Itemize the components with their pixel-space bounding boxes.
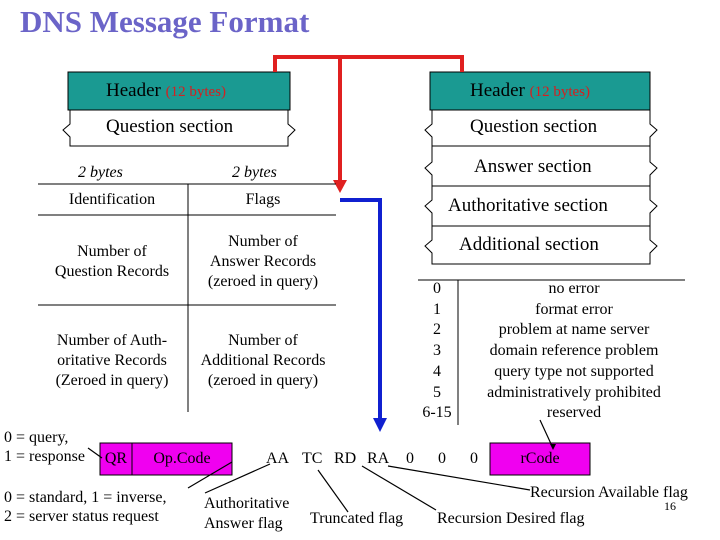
field-identification: Identification — [68, 191, 156, 208]
left-header-size: (12 bytes) — [165, 84, 227, 100]
left-header-box — [67, 71, 291, 111]
qr-note: 0 = query, 1 = response — [4, 429, 86, 465]
rcode-meaning: domain reference problem — [489, 342, 659, 360]
left-header-label: Header (12 bytes) — [106, 80, 226, 102]
field-flags: Flags — [245, 191, 281, 208]
opcode-note: 0 = standard, 1 = inverse, 2 = server st… — [4, 489, 167, 525]
flag-bar-qr — [99, 442, 133, 476]
flag-bar-rcode — [489, 442, 591, 476]
page-number: 16 — [664, 499, 676, 513]
red-arrowhead — [333, 180, 347, 193]
flag-bar-opcode — [131, 442, 233, 476]
field-answer-records: Number of Answer Records (zeroed in quer… — [207, 233, 319, 290]
flag-opcode: Op.Code — [153, 450, 211, 467]
page-title: DNS Message Format — [20, 4, 310, 39]
rcode-meaning: query type not supported — [494, 362, 654, 380]
rcode-code: 1 — [433, 300, 441, 318]
field-additional-records: Number of Additional Records (zeroed in … — [200, 332, 326, 389]
rcode-code: 3 — [433, 342, 441, 360]
rcode-meaning: reserved — [546, 404, 602, 422]
rcode-meaning: format error — [535, 300, 613, 318]
rcode-code: 2 — [433, 321, 441, 339]
flag-tc: TC — [302, 450, 323, 467]
flag-zero-2: 0 — [438, 450, 446, 467]
flag-qr: QR — [104, 450, 128, 467]
right-header-label: Header (12 bytes) — [470, 80, 590, 102]
field-question-records: Number of Question Records — [54, 243, 170, 280]
flag-ra: RA — [367, 450, 390, 467]
ra-note: Recursion Available flag — [530, 484, 688, 501]
flag-rcode: rCode — [520, 450, 560, 467]
left-question-box — [62, 109, 296, 147]
flag-zero-3: 0 — [470, 450, 478, 467]
blue-arrowhead — [373, 418, 387, 432]
rcode-meaning: administratively prohibited — [487, 383, 661, 401]
rcode-code: 6-15 — [422, 404, 452, 422]
rcode-meaning: problem at name server — [498, 321, 650, 339]
right-header-text: Header — [470, 80, 525, 101]
red-connector — [273, 55, 464, 72]
right-answer-label: Answer section — [474, 156, 592, 177]
rcode-code: 4 — [433, 362, 441, 380]
blue-connector — [340, 198, 382, 420]
aa-note: Authoritative Answer flag — [204, 495, 290, 532]
flag-zero-1: 0 — [406, 450, 414, 467]
col-bytes-left: 2 bytes — [78, 164, 123, 181]
rd-note: Recursion Desired flag — [437, 510, 585, 527]
rcode-code: 0 — [433, 280, 441, 297]
col-bytes-right: 2 bytes — [232, 164, 277, 181]
right-header-box — [429, 71, 651, 111]
right-header-size: (12 bytes) — [529, 84, 591, 100]
right-additional-box — [424, 225, 658, 265]
field-authoritative-records: Number of Auth- oritative Records (Zeroe… — [55, 332, 169, 389]
tc-note: Truncated flag — [310, 510, 404, 527]
rcode-meaning: no error — [548, 280, 600, 297]
right-authoritative-label: Authoritative section — [448, 195, 608, 216]
rcode-code: 5 — [433, 383, 441, 401]
left-header-text: Header — [106, 80, 161, 101]
right-question-label: Question section — [470, 116, 598, 137]
flag-aa: AA — [266, 450, 290, 467]
right-additional-label: Additional section — [459, 234, 599, 255]
left-question-label: Question section — [106, 116, 234, 137]
flag-rd: RD — [334, 450, 357, 467]
